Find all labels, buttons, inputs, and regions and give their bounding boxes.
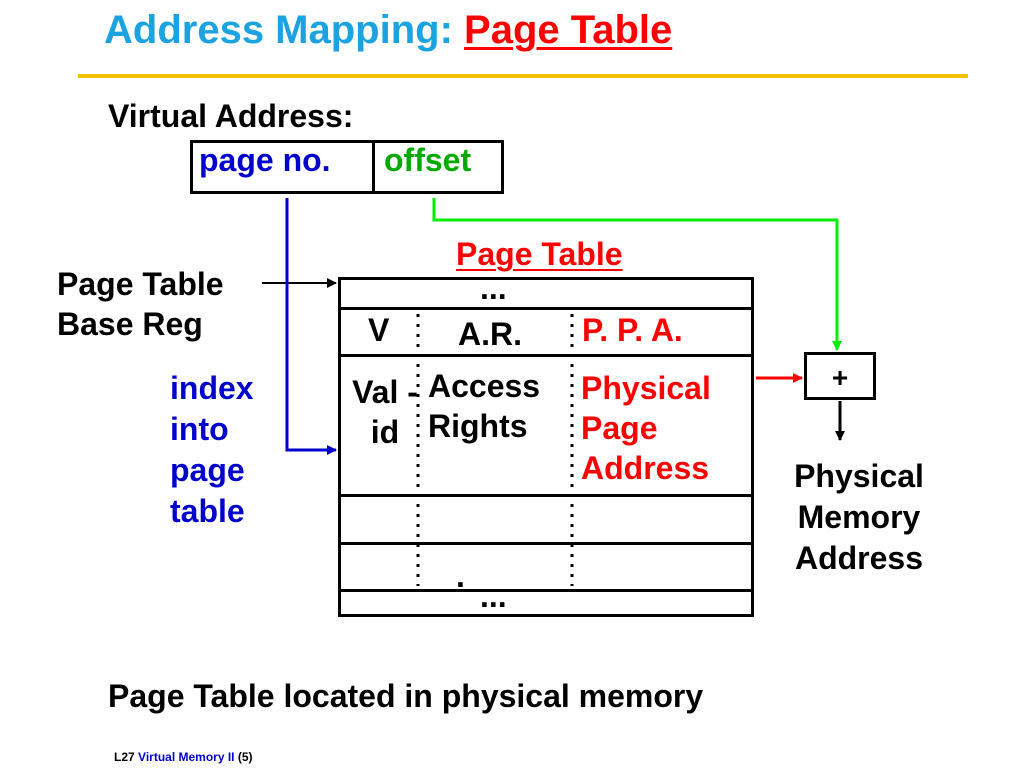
bottom-note: Page Table located in physical memory: [108, 678, 704, 714]
adder-plus-symbol: +: [831, 362, 849, 393]
page-table: [338, 277, 754, 617]
table-row-divider: [341, 542, 751, 545]
cell-physical-page-address: Physical Page Address: [581, 370, 711, 486]
adder-box: [804, 352, 876, 400]
physical-memory-address-label: Physical Memory Address: [794, 458, 924, 576]
table-top-ellipsis: ...: [480, 270, 507, 306]
table-single-dot: .: [456, 558, 465, 594]
offset-arrow: [432, 198, 842, 351]
table-row-divider: [341, 354, 751, 357]
index-into-page-table-label: index into page table: [170, 370, 254, 529]
virtual-address-label: Virtual Address:: [108, 98, 354, 134]
virtual-address-box: [190, 140, 504, 194]
page-table-title: Page Table: [456, 236, 623, 272]
footer-page: (5): [237, 750, 253, 764]
cell-valid: Val -id: [352, 374, 418, 450]
table-row-divider: [341, 307, 751, 310]
title-divider: [78, 74, 968, 78]
slide-title-highlight: Page Table: [464, 8, 673, 52]
page-number-field: page no.: [199, 142, 331, 178]
slide-title: Address Mapping: Page Table: [104, 8, 672, 53]
footer-lecture: L27: [114, 750, 135, 764]
slide-title-prefix: Address Mapping:: [104, 8, 453, 52]
cell-access-rights: Access Rights: [428, 368, 541, 444]
column-header-ar: A.R.: [458, 316, 522, 352]
table-row-divider: [341, 589, 751, 592]
table-bottom-ellipsis: ...: [480, 578, 507, 614]
virtual-address-divider: [372, 140, 375, 191]
footer-topic: Virtual Memory II: [138, 750, 235, 764]
offset-field: offset: [384, 142, 472, 178]
column-header-v: V: [368, 312, 390, 348]
page-table-base-reg-label: Page Table Base Reg: [57, 266, 224, 342]
column-header-ppa: P. P. A.: [582, 312, 683, 348]
table-row-divider: [341, 494, 751, 497]
slide-footer: L27 Virtual Memory II (5): [114, 750, 253, 764]
page-number-index-arrow: [285, 198, 337, 455]
